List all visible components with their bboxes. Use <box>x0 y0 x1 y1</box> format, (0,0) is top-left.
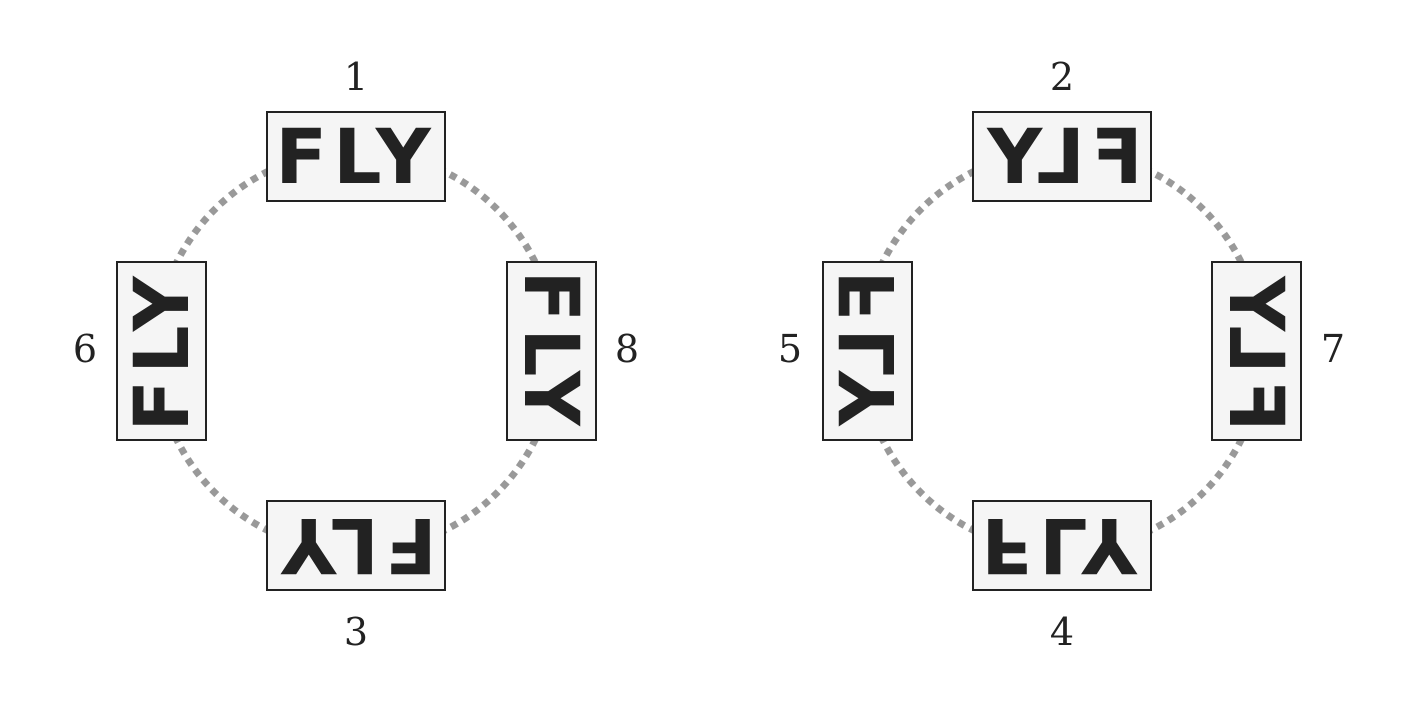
group-left: FLY 1 FLY 8 FLY 3 FLY 6 <box>73 55 639 654</box>
card-1-word: FLY <box>275 112 437 201</box>
card-4-word: FLY <box>981 501 1143 590</box>
card-6: FLY <box>116 261 207 441</box>
card-6-word: FLY <box>117 270 206 432</box>
card-4: FLY <box>972 500 1152 591</box>
card-6-label: 6 <box>73 327 97 371</box>
card-3: FLY <box>266 500 446 591</box>
card-1-label: 1 <box>344 55 368 99</box>
card-5-word: FLY <box>823 270 912 432</box>
card-5: FLY <box>822 261 913 441</box>
card-8-label: 8 <box>615 327 639 371</box>
card-5-label: 5 <box>778 327 802 371</box>
card-2-word: FLY <box>981 112 1143 201</box>
card-8-word: FLY <box>507 270 596 432</box>
card-4-label: 4 <box>1050 610 1074 654</box>
card-7-word: FLY <box>1212 270 1301 432</box>
card-3-word: FLY <box>275 501 437 590</box>
card-8: FLY <box>506 261 597 441</box>
ring-left <box>152 147 560 555</box>
card-2-label: 2 <box>1050 55 1074 99</box>
card-7-label: 7 <box>1321 327 1345 371</box>
card-1: FLY <box>266 111 446 202</box>
card-3-label: 3 <box>344 610 368 654</box>
card-2: FLY <box>972 111 1152 202</box>
group-right: FLY 2 FLY 7 FLY 4 FLY 5 <box>778 55 1345 654</box>
card-7: FLY <box>1211 261 1302 441</box>
ring-right <box>858 147 1266 555</box>
